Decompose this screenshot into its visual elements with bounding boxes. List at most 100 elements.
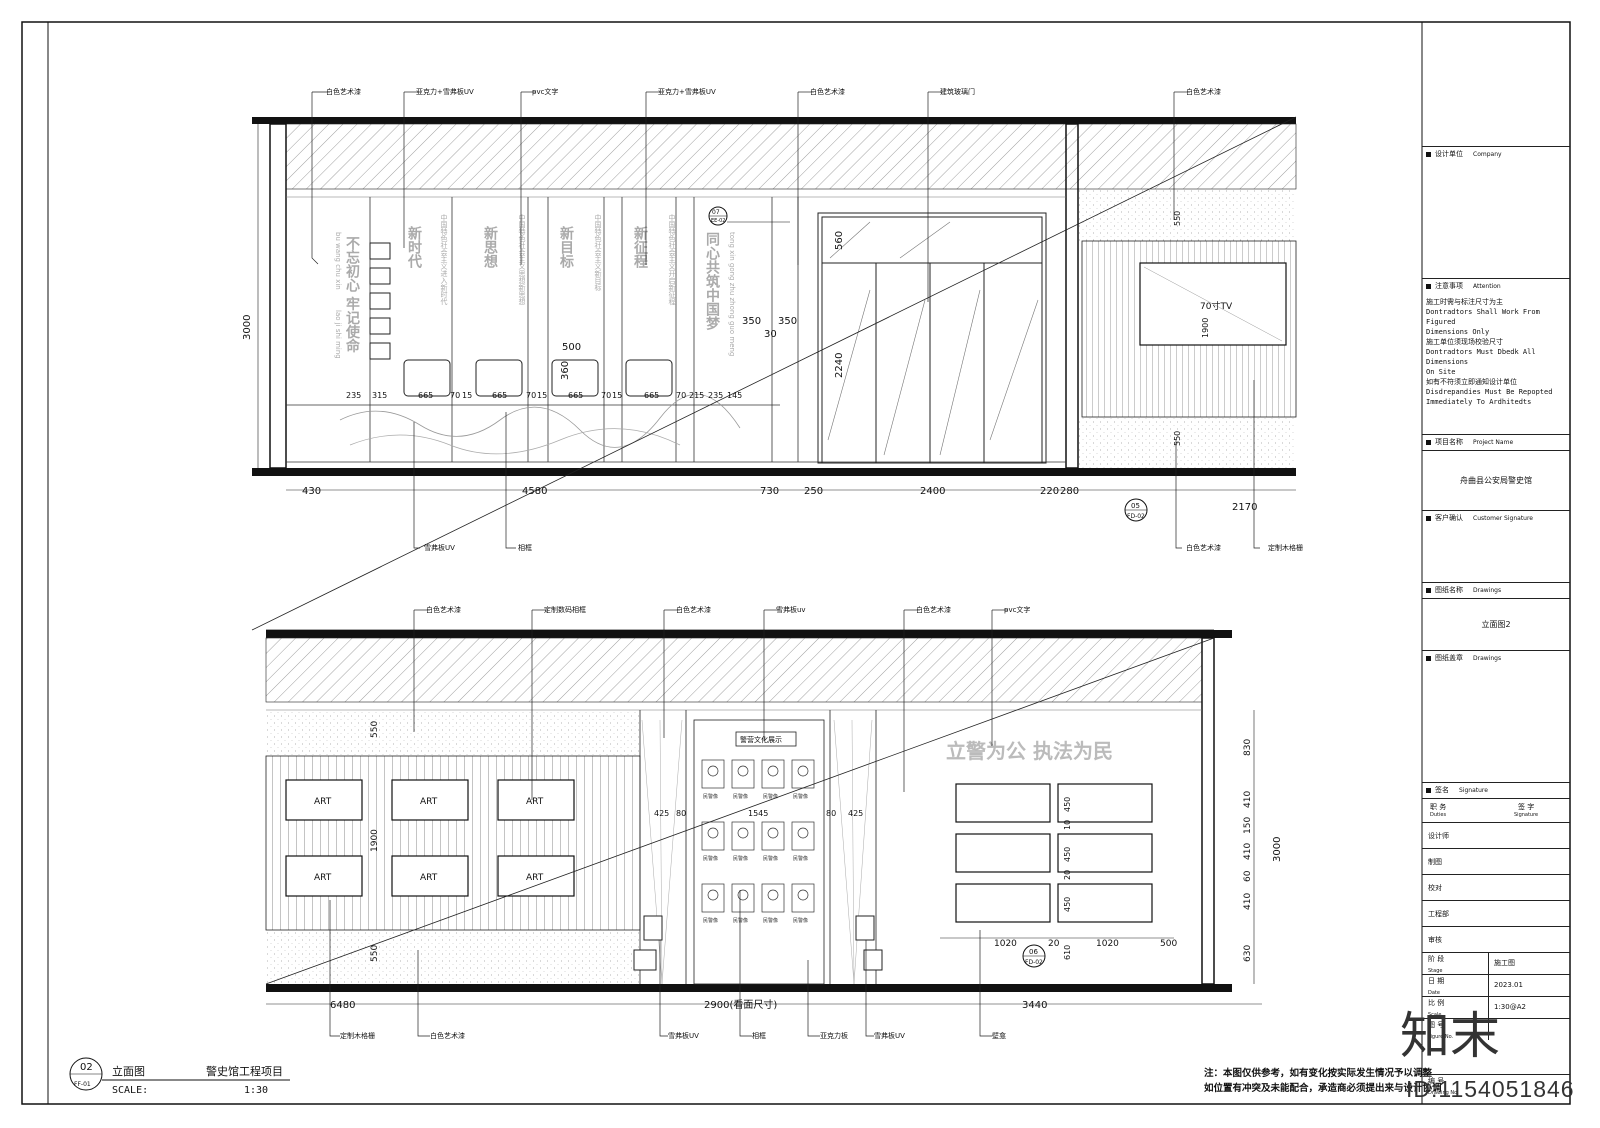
center-dim-5: 425 <box>848 809 863 818</box>
right-dim-2: 1900 <box>1201 318 1210 338</box>
panel-dim-3: 665 <box>418 391 433 400</box>
wall-niches <box>955 783 1153 923</box>
panel-dim-1: 235 <box>346 391 361 400</box>
bottom-label-1: 白色艺术漆 <box>426 605 461 614</box>
door-dim-1: 560 <box>834 231 845 250</box>
svg-text:EE-02: EE-02 <box>711 218 726 224</box>
svg-text:06: 06 <box>1029 948 1038 956</box>
title-number: 02 <box>80 1062 93 1073</box>
panel-dim-13: 70 <box>676 391 686 400</box>
top-left-wall <box>269 123 287 469</box>
portrait-head <box>737 889 749 901</box>
detail-mark-06: 06 FD-02 <box>1022 944 1046 968</box>
top-mid-wall <box>1065 123 1079 469</box>
panel-dim-16: 145 <box>727 391 742 400</box>
brand-logo-text: 知末 <box>1400 1007 1500 1065</box>
misc-dim-5: 360 <box>560 361 571 380</box>
bottom-height-dim: 3000 <box>1272 837 1283 862</box>
right-dim-b5: 60 <box>1243 870 1253 882</box>
portrait-caption: 民警像 <box>703 793 718 800</box>
drawing-title: 02 FF-01 立面图 警史馆工程项目 SCALE: 1:30 <box>69 1057 290 1096</box>
svg-text:07: 07 <box>712 209 720 216</box>
right-dim-b4: 410 <box>1243 843 1253 860</box>
wall-pinyin-1: bu wang chu xin <box>334 232 342 290</box>
niche-dim-h1: 1020 <box>994 939 1017 949</box>
right-dim-b1: 830 <box>1243 739 1253 756</box>
bottom-dim-3: 3440 <box>1022 1000 1047 1011</box>
top-dim-3: 730 <box>760 486 779 497</box>
wall-title-3: 新思想 <box>482 225 499 269</box>
top-dim-4: 250 <box>804 486 823 497</box>
art-label-6: ART <box>526 873 544 883</box>
bottom-label-b7: 壁龛 <box>992 1031 1006 1040</box>
art-frames <box>285 779 575 897</box>
niche-dim-h2: 20 <box>1048 939 1060 949</box>
portrait-head <box>737 765 749 777</box>
svg-text:FD-02: FD-02 <box>1127 513 1145 520</box>
panel-dim-12: 665 <box>644 391 659 400</box>
tb-drawings-value: 立面图2 <box>1422 598 1570 650</box>
tb-figure-no: 图 号 Figure No. <box>1422 1018 1570 1040</box>
tb-role-4: 工程部 <box>1422 900 1570 926</box>
top-label-2: 亚克力+雪弗板UV <box>416 87 474 96</box>
panel-dim-15: 235 <box>708 391 723 400</box>
elevation-top: 不忘初心 牢记使命 新时代 新思想 新目标 新征程 同心共筑中国梦 bu wan… <box>242 87 1303 631</box>
tb-scale: 比 例 Scale 1:30@A2 <box>1422 996 1570 1018</box>
right-dim-b2: 410 <box>1243 791 1253 808</box>
art-label-5: ART <box>420 873 438 883</box>
wall-title-4: 新目标 <box>558 225 575 269</box>
niche-dim-v5: 450 <box>1063 897 1072 912</box>
panel-dim-2: 315 <box>372 391 387 400</box>
niche-dim-v4: 20 <box>1063 870 1072 880</box>
portrait-head <box>797 889 809 901</box>
niche-dim-v1: 450 <box>1063 797 1072 812</box>
portrait-head <box>767 827 779 839</box>
wall-title-1: 不忘初心 牢记使命 <box>344 236 361 354</box>
portrait-caption: 民警像 <box>793 793 808 800</box>
door-dim-2: 2240 <box>834 353 845 378</box>
portrait-head <box>737 827 749 839</box>
right-dim-b7: 630 <box>1243 945 1253 962</box>
title-scale-label: SCALE: <box>112 1085 148 1096</box>
left-dim-3: 550 <box>370 945 380 962</box>
left-dim-2: 1900 <box>370 829 380 852</box>
top-height-dim: 3000 <box>242 315 253 340</box>
tb-role-1: 设计师 <box>1422 822 1570 848</box>
bottom-label-b2: 白色艺术漆 <box>430 1031 465 1040</box>
wall-title-5: 新征程 <box>632 225 648 269</box>
top-wall-text: 不忘初心 牢记使命 新时代 新思想 新目标 新征程 同心共筑中国梦 <box>344 225 720 354</box>
portrait-head <box>707 889 719 901</box>
center-display <box>639 710 877 985</box>
bottom-label-b3: 雪弗板UV <box>668 1031 699 1040</box>
plaque-right <box>855 915 875 941</box>
portrait-caption: 民警像 <box>703 855 718 862</box>
bottom-label-3: 白色艺术漆 <box>676 605 711 614</box>
portrait-head <box>707 827 719 839</box>
bottom-label-b6: 雪弗板UV <box>874 1031 905 1040</box>
section-mark-07: 07 EE-02 <box>708 206 790 226</box>
misc-dim-2: 350 <box>778 316 797 327</box>
title-name: 立面图 <box>112 1064 145 1078</box>
plaque-left <box>643 915 663 941</box>
portrait-caption: 民警像 <box>703 917 718 924</box>
bottom-label-5: 白色艺术漆 <box>916 605 951 614</box>
bottom-dim-2: 2900(看面尺寸) <box>704 998 777 1011</box>
tb-role-3: 校对 <box>1422 874 1570 900</box>
bottom-dim-1: 6480 <box>330 1000 355 1011</box>
top-dim-1: 430 <box>302 486 321 497</box>
bottom-label-4: 雪弗板uv <box>776 605 806 614</box>
top-wall-panels <box>286 197 1066 463</box>
tb-drawing-no: 编 号 Drawing No. <box>1422 1074 1570 1096</box>
top-label-5: 白色艺术漆 <box>810 87 845 96</box>
bottom-left-upper-paint <box>266 710 640 756</box>
wall-sub-3: 中国特色社会主义新目标 <box>594 213 602 292</box>
portrait-grid: 民警像民警像民警像民警像民警像民警像民警像民警像民警像民警像民警像民警像 <box>701 759 815 924</box>
wall-pinyin-3: tong xin gong zhu zhong guo meng <box>728 232 736 356</box>
panel-dim-6: 665 <box>492 391 507 400</box>
top-dim-8: 2170 <box>1232 502 1257 513</box>
